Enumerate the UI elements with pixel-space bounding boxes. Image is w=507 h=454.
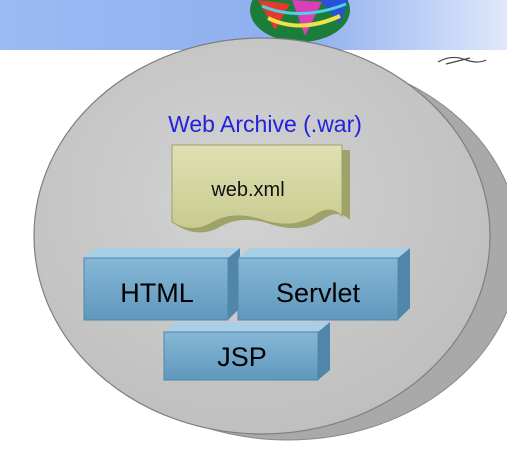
jsp-label: JSP [217, 342, 267, 372]
servlet-label: Servlet [276, 278, 361, 308]
jsp-block [163, 322, 330, 381]
web-xml-label: web.xml [210, 179, 284, 201]
web-xml-document [171, 144, 350, 233]
globe-icon [250, 0, 350, 42]
servlet-block [237, 248, 410, 321]
html-label: HTML [120, 278, 194, 308]
archive-title: Web Archive (.war) [168, 111, 362, 137]
html-block [83, 248, 240, 321]
scribble-decoration [437, 56, 487, 65]
